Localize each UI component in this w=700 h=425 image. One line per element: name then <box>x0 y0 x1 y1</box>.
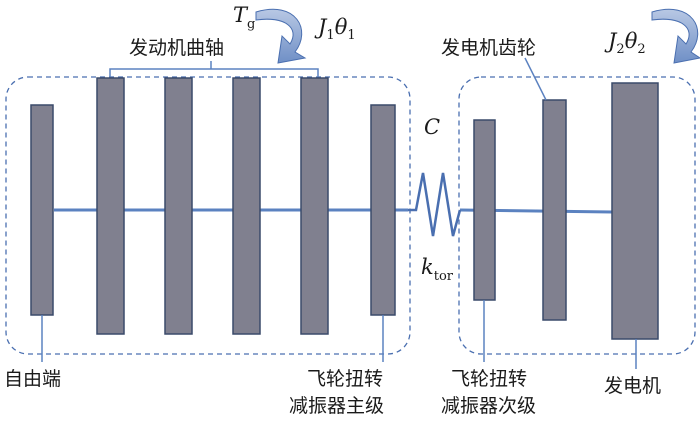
crankshaft-label: 发动机曲轴 <box>129 37 224 59</box>
free-end-disk <box>30 104 54 316</box>
free-end-label: 自由端 <box>4 368 61 390</box>
torsional-spring <box>408 172 462 237</box>
generator-inertia-symbol: J2θ2 <box>604 29 646 57</box>
torque-arrow <box>255 8 307 64</box>
crank-disk-3 <box>232 77 261 335</box>
engine-system-boundary <box>5 76 411 355</box>
damper-secondary-disk <box>473 119 496 301</box>
torque-symbol: Tg <box>233 3 255 32</box>
generator-system-boundary <box>458 76 696 355</box>
generator-label: 发电机 <box>604 375 661 397</box>
generator-gear-leader <box>524 57 547 101</box>
crank-disk-4 <box>300 77 329 335</box>
generator-rotation-arrow <box>651 8 700 64</box>
damper-primary-label-line2: 减振器主级 <box>289 395 384 417</box>
generator-gear-label: 发电机齿轮 <box>441 37 536 59</box>
stiffness-symbol: ktor <box>421 255 454 284</box>
damper-primary-disk <box>370 104 396 316</box>
crankshaft-bracket <box>109 68 319 77</box>
engine-inertia-symbol: J1θ1 <box>314 15 356 43</box>
crank-disk-1 <box>96 77 125 335</box>
crank-disk-2 <box>164 77 193 335</box>
generator-disk <box>611 82 659 340</box>
damper-secondary-label-line2: 减振器次级 <box>441 395 536 417</box>
damper-secondary-label-line1: 飞轮扭转 <box>451 368 527 390</box>
generator-gear-disk <box>542 99 567 321</box>
damper-primary-label-line1: 飞轮扭转 <box>307 368 383 390</box>
damping-symbol: C <box>424 115 440 139</box>
